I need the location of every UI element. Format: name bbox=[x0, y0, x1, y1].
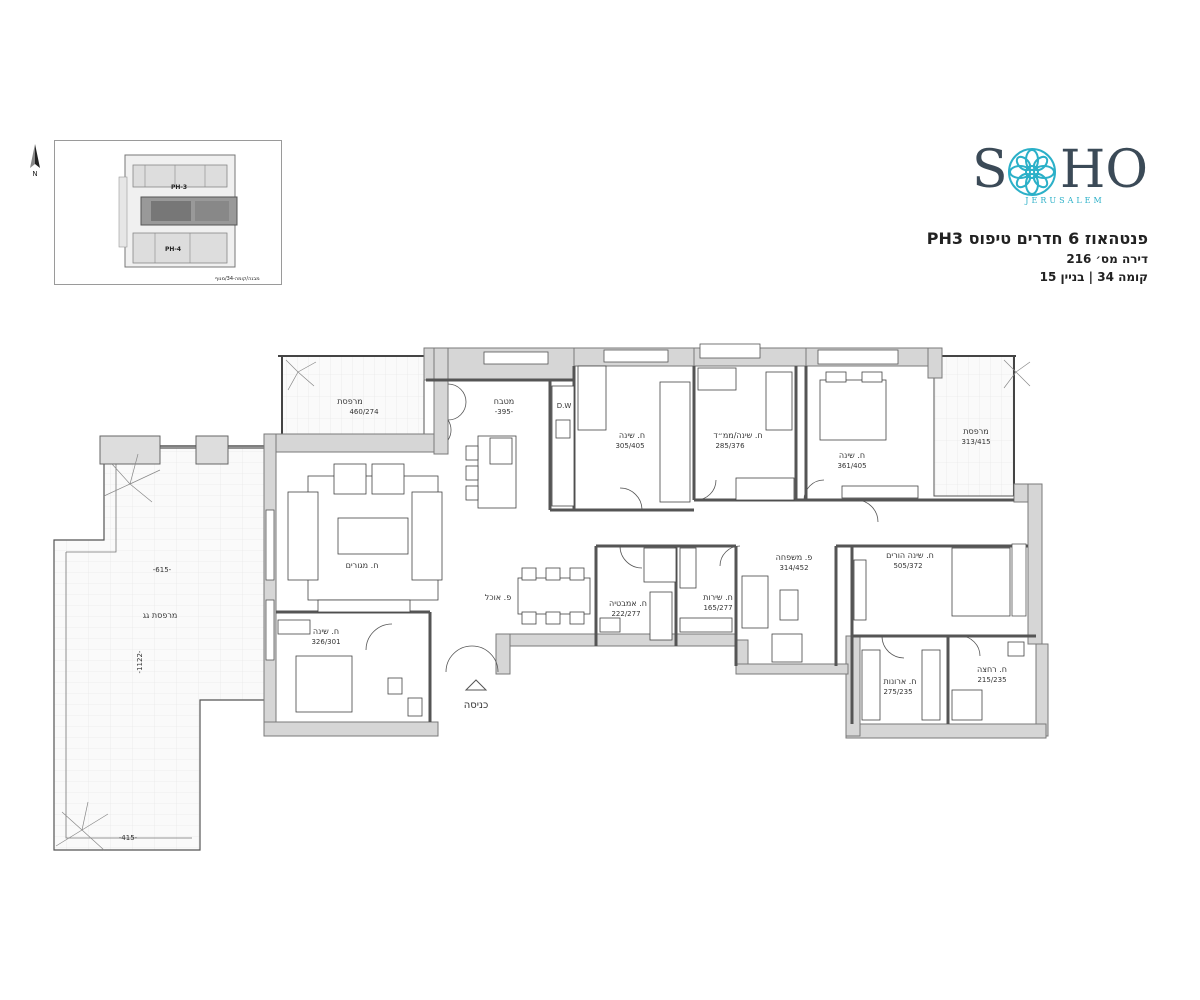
balcony-ne-name: מרפסת bbox=[963, 427, 988, 436]
bath-name: ח. אמבטיה bbox=[609, 599, 647, 608]
shower-name: ח. רחצה bbox=[977, 665, 1007, 674]
kitchen-size: -395- bbox=[495, 408, 514, 416]
apartment-floor-building: קומה 34 | בניין 15 bbox=[1039, 270, 1148, 284]
shower-size: 215/235 bbox=[977, 676, 1006, 684]
doors bbox=[365, 383, 981, 673]
roof-terrace-dim-length: -1122- bbox=[136, 650, 144, 673]
master-name: ח. שינה הורים bbox=[886, 551, 934, 560]
key-plan-drawing: PH-3 PH-4 מבנה/קומה-34/מנוף bbox=[118, 154, 260, 282]
north-arrow-icon: N bbox=[30, 144, 40, 178]
key-plan: PH-3 PH-4 מבנה/קומה-34/מנוף bbox=[54, 140, 282, 285]
dining-name: פ. אוכל bbox=[485, 593, 511, 602]
roof-terrace-dim-width: -615- bbox=[153, 566, 172, 574]
balcony-ne bbox=[933, 355, 1015, 497]
bedroom-mamad-size: 285/376 bbox=[715, 442, 745, 450]
north-label: N bbox=[32, 170, 37, 178]
closet-name: ח. ארונות bbox=[884, 677, 917, 686]
service-size: 165/277 bbox=[703, 604, 732, 612]
bath-family-furniture bbox=[387, 547, 1025, 721]
bath-size: 222/277 bbox=[611, 610, 640, 618]
kitchen-furniture bbox=[465, 385, 575, 509]
room-labels: מרפסת 460/274 מטבח -395- D.W ח. שינה 305… bbox=[119, 397, 1007, 842]
logo-letters-ho: HO bbox=[1060, 140, 1148, 200]
kitchen-name: מטבח bbox=[494, 397, 514, 406]
bedroom-3-name: ח. שינה bbox=[313, 627, 339, 636]
balcony-nw-size: 460/274 bbox=[349, 408, 379, 416]
roof-terrace-name: מרפסת גג bbox=[143, 611, 178, 620]
keyplan-ph3-label: PH-3 bbox=[171, 184, 187, 191]
family-name: פ. משפחה bbox=[776, 553, 813, 562]
master-size: 505/372 bbox=[893, 562, 922, 570]
living-name: ח. מגורים bbox=[346, 561, 379, 570]
apartment-number: דירה מס׳ 216 bbox=[1066, 252, 1148, 266]
dining-furniture bbox=[517, 567, 591, 625]
logo-letter-s: S bbox=[972, 140, 1008, 200]
apartment-info: פנטהאוז 6 חדרים טיפוס PH3 דירה מס׳ 216 ק… bbox=[927, 228, 1148, 286]
logo-mandala-icon bbox=[1008, 148, 1056, 196]
bedroom-2-size: 361/405 bbox=[837, 462, 866, 470]
balcony-nw-name: מרפסת bbox=[337, 397, 362, 406]
windows bbox=[265, 343, 1027, 661]
balcony-ne-size: 313/415 bbox=[961, 438, 990, 446]
living-furniture bbox=[287, 463, 443, 613]
service-name: ח. שירות bbox=[703, 593, 733, 602]
logo-subtitle: JERUSALEM bbox=[1025, 196, 1105, 205]
bedroom-furniture bbox=[277, 365, 1011, 713]
roof-terrace-dim-bottom: -415- bbox=[119, 834, 138, 842]
bedroom-2-name: ח. שינה bbox=[839, 451, 865, 460]
entrance-arrow-icon bbox=[464, 679, 488, 691]
closet-size: 275/235 bbox=[883, 688, 912, 696]
plant-icons bbox=[55, 359, 1031, 851]
family-size: 314/452 bbox=[779, 564, 808, 572]
entrance-label: כניסה bbox=[464, 700, 489, 711]
dishwasher-label: D.W bbox=[557, 402, 572, 410]
apartment-title: פנטהאוז 6 חדרים טיפוס PH3 bbox=[926, 229, 1148, 248]
keyplan-footer: מבנה/קומה-34/מנוף bbox=[215, 276, 260, 282]
balcony-nw bbox=[281, 355, 425, 435]
soho-logo: S HO JERUSALEM bbox=[960, 140, 1160, 220]
bedroom-mamad-name: ח. שינה/ממ״ד bbox=[713, 431, 762, 440]
bedroom-3-size: 326/301 bbox=[311, 638, 340, 646]
roof-terrace bbox=[53, 435, 271, 851]
keyplan-ph4-label: PH-4 bbox=[165, 246, 181, 253]
bedroom-1-size: 305/405 bbox=[615, 442, 644, 450]
bedroom-1-name: ח. שינה bbox=[619, 431, 645, 440]
